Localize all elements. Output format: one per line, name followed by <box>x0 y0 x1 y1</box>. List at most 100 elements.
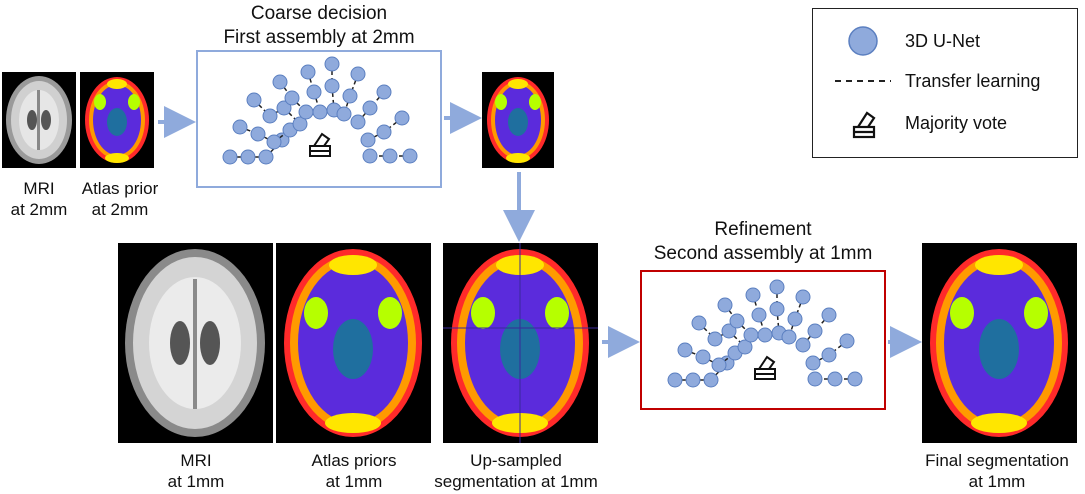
legend-unet-label: 3D U-Net <box>905 31 981 51</box>
atlas-prior-2mm-image <box>80 72 154 168</box>
legend-row-vote: Majority vote <box>813 105 1077 141</box>
unet-node <box>769 301 785 317</box>
atlas-prior-2mm-label: Atlas prior at 2mm <box>72 178 168 220</box>
assembly1-title: Coarse decision First assembly at 2mm <box>196 2 442 50</box>
legend-row-transfer: Transfer learning <box>813 63 1077 99</box>
unet-node <box>300 64 316 80</box>
unet-node <box>376 84 392 100</box>
unet-node <box>394 110 410 126</box>
unet-node <box>729 313 745 329</box>
final-segmentation-1mm-image <box>922 243 1077 443</box>
unet-node <box>240 149 256 165</box>
assembly2-network <box>667 279 863 388</box>
atlas-priors-1mm-label-line1: Atlas priors <box>311 451 397 470</box>
unet-node <box>807 323 823 339</box>
unet-node <box>781 329 797 345</box>
final-segmentation-label: Final segmentation at 1mm <box>912 450 1082 492</box>
unet-node <box>743 327 759 343</box>
unet-node <box>769 279 785 295</box>
unet-node <box>745 287 761 303</box>
mri-1mm-image <box>118 243 273 443</box>
unet-node-icon <box>848 26 878 56</box>
dashed-line-icon <box>835 80 891 82</box>
atlas-priors-1mm-label: Atlas priors at 1mm <box>296 450 412 492</box>
unet-node <box>685 372 701 388</box>
ballot-box-icon <box>852 111 876 139</box>
unet-node <box>362 148 378 164</box>
unet-node <box>284 90 300 106</box>
unet-node <box>266 134 282 150</box>
flow-arrows <box>158 102 922 358</box>
unet-node <box>222 149 238 165</box>
unet-node <box>360 132 376 148</box>
unet-node <box>691 315 707 331</box>
unet-node <box>807 371 823 387</box>
unet-node <box>262 108 278 124</box>
assembly2-title: Refinement Second assembly at 1mm <box>630 218 896 266</box>
unet-node <box>312 104 328 120</box>
final-label-line1: Final segmentation <box>925 451 1069 470</box>
legend-row-unet: 3D U-Net <box>813 23 1077 59</box>
mri-1mm-label-line2: at 1mm <box>167 472 225 491</box>
unet-node <box>324 78 340 94</box>
unet-node <box>795 289 811 305</box>
atlas-prior-2mm-label-line1: Atlas prior <box>81 179 159 198</box>
unet-node <box>298 104 314 120</box>
unet-node <box>362 100 378 116</box>
unet-node <box>751 307 767 323</box>
upsampled-label-line1: Up-sampled <box>470 451 562 470</box>
unet-node <box>246 92 262 108</box>
ballot-box-icon <box>309 132 331 157</box>
unet-node <box>402 148 418 164</box>
unet-node <box>827 371 843 387</box>
unet-node <box>272 74 288 90</box>
ballot-box-icon <box>754 355 776 380</box>
unet-node <box>306 84 322 100</box>
unet-node <box>232 119 248 135</box>
unet-node <box>821 347 837 363</box>
atlas-priors-1mm-label-line2: at 1mm <box>325 472 383 491</box>
unet-node <box>717 297 733 313</box>
unet-node <box>703 372 719 388</box>
unet-node <box>787 311 803 327</box>
unet-node <box>757 327 773 343</box>
unet-node <box>805 355 821 371</box>
legend-box: 3D U-Net Transfer learning Majority vote <box>812 8 1078 158</box>
atlas-prior-2mm-label-line2: at 2mm <box>91 200 149 219</box>
mri-2mm-label: MRI at 2mm <box>0 178 78 220</box>
unet-node <box>839 333 855 349</box>
atlas-priors-1mm-image <box>276 243 431 443</box>
unet-node <box>711 357 727 373</box>
unet-node <box>667 372 683 388</box>
unet-node <box>324 56 340 72</box>
assembly1-title-line2: First assembly at 2mm <box>223 27 415 48</box>
upsampled-segmentation-1mm-image <box>443 243 598 443</box>
unet-node <box>276 100 292 116</box>
unet-node <box>795 337 811 353</box>
unet-node <box>376 124 392 140</box>
assembly2-box <box>640 270 886 410</box>
unet-node <box>677 342 693 358</box>
unet-node <box>250 126 266 142</box>
unet-node <box>695 349 711 365</box>
unet-node <box>847 371 863 387</box>
assembly2-title-line2: Second assembly at 1mm <box>653 243 873 264</box>
unet-node <box>336 106 352 122</box>
mri-1mm-label: MRI at 1mm <box>148 450 244 492</box>
coarse-segmentation-2mm-image <box>482 72 554 168</box>
assembly1-network <box>222 56 418 165</box>
unet-node <box>721 323 737 339</box>
assembly1-title-line1: Coarse decision <box>250 3 388 24</box>
assembly2-title-line1: Refinement <box>714 219 812 240</box>
legend-vote-label: Majority vote <box>905 113 1008 133</box>
unet-node <box>258 149 274 165</box>
upsampled-segmentation-label: Up-sampled segmentation at 1mm <box>418 450 614 492</box>
unet-node <box>382 148 398 164</box>
unet-node <box>350 114 366 130</box>
final-label-line2: at 1mm <box>968 472 1026 491</box>
legend-transfer-label: Transfer learning <box>905 71 1041 91</box>
mri-1mm-label-line1: MRI <box>180 451 212 470</box>
mri-2mm-image <box>2 72 76 168</box>
unet-node <box>292 116 308 132</box>
